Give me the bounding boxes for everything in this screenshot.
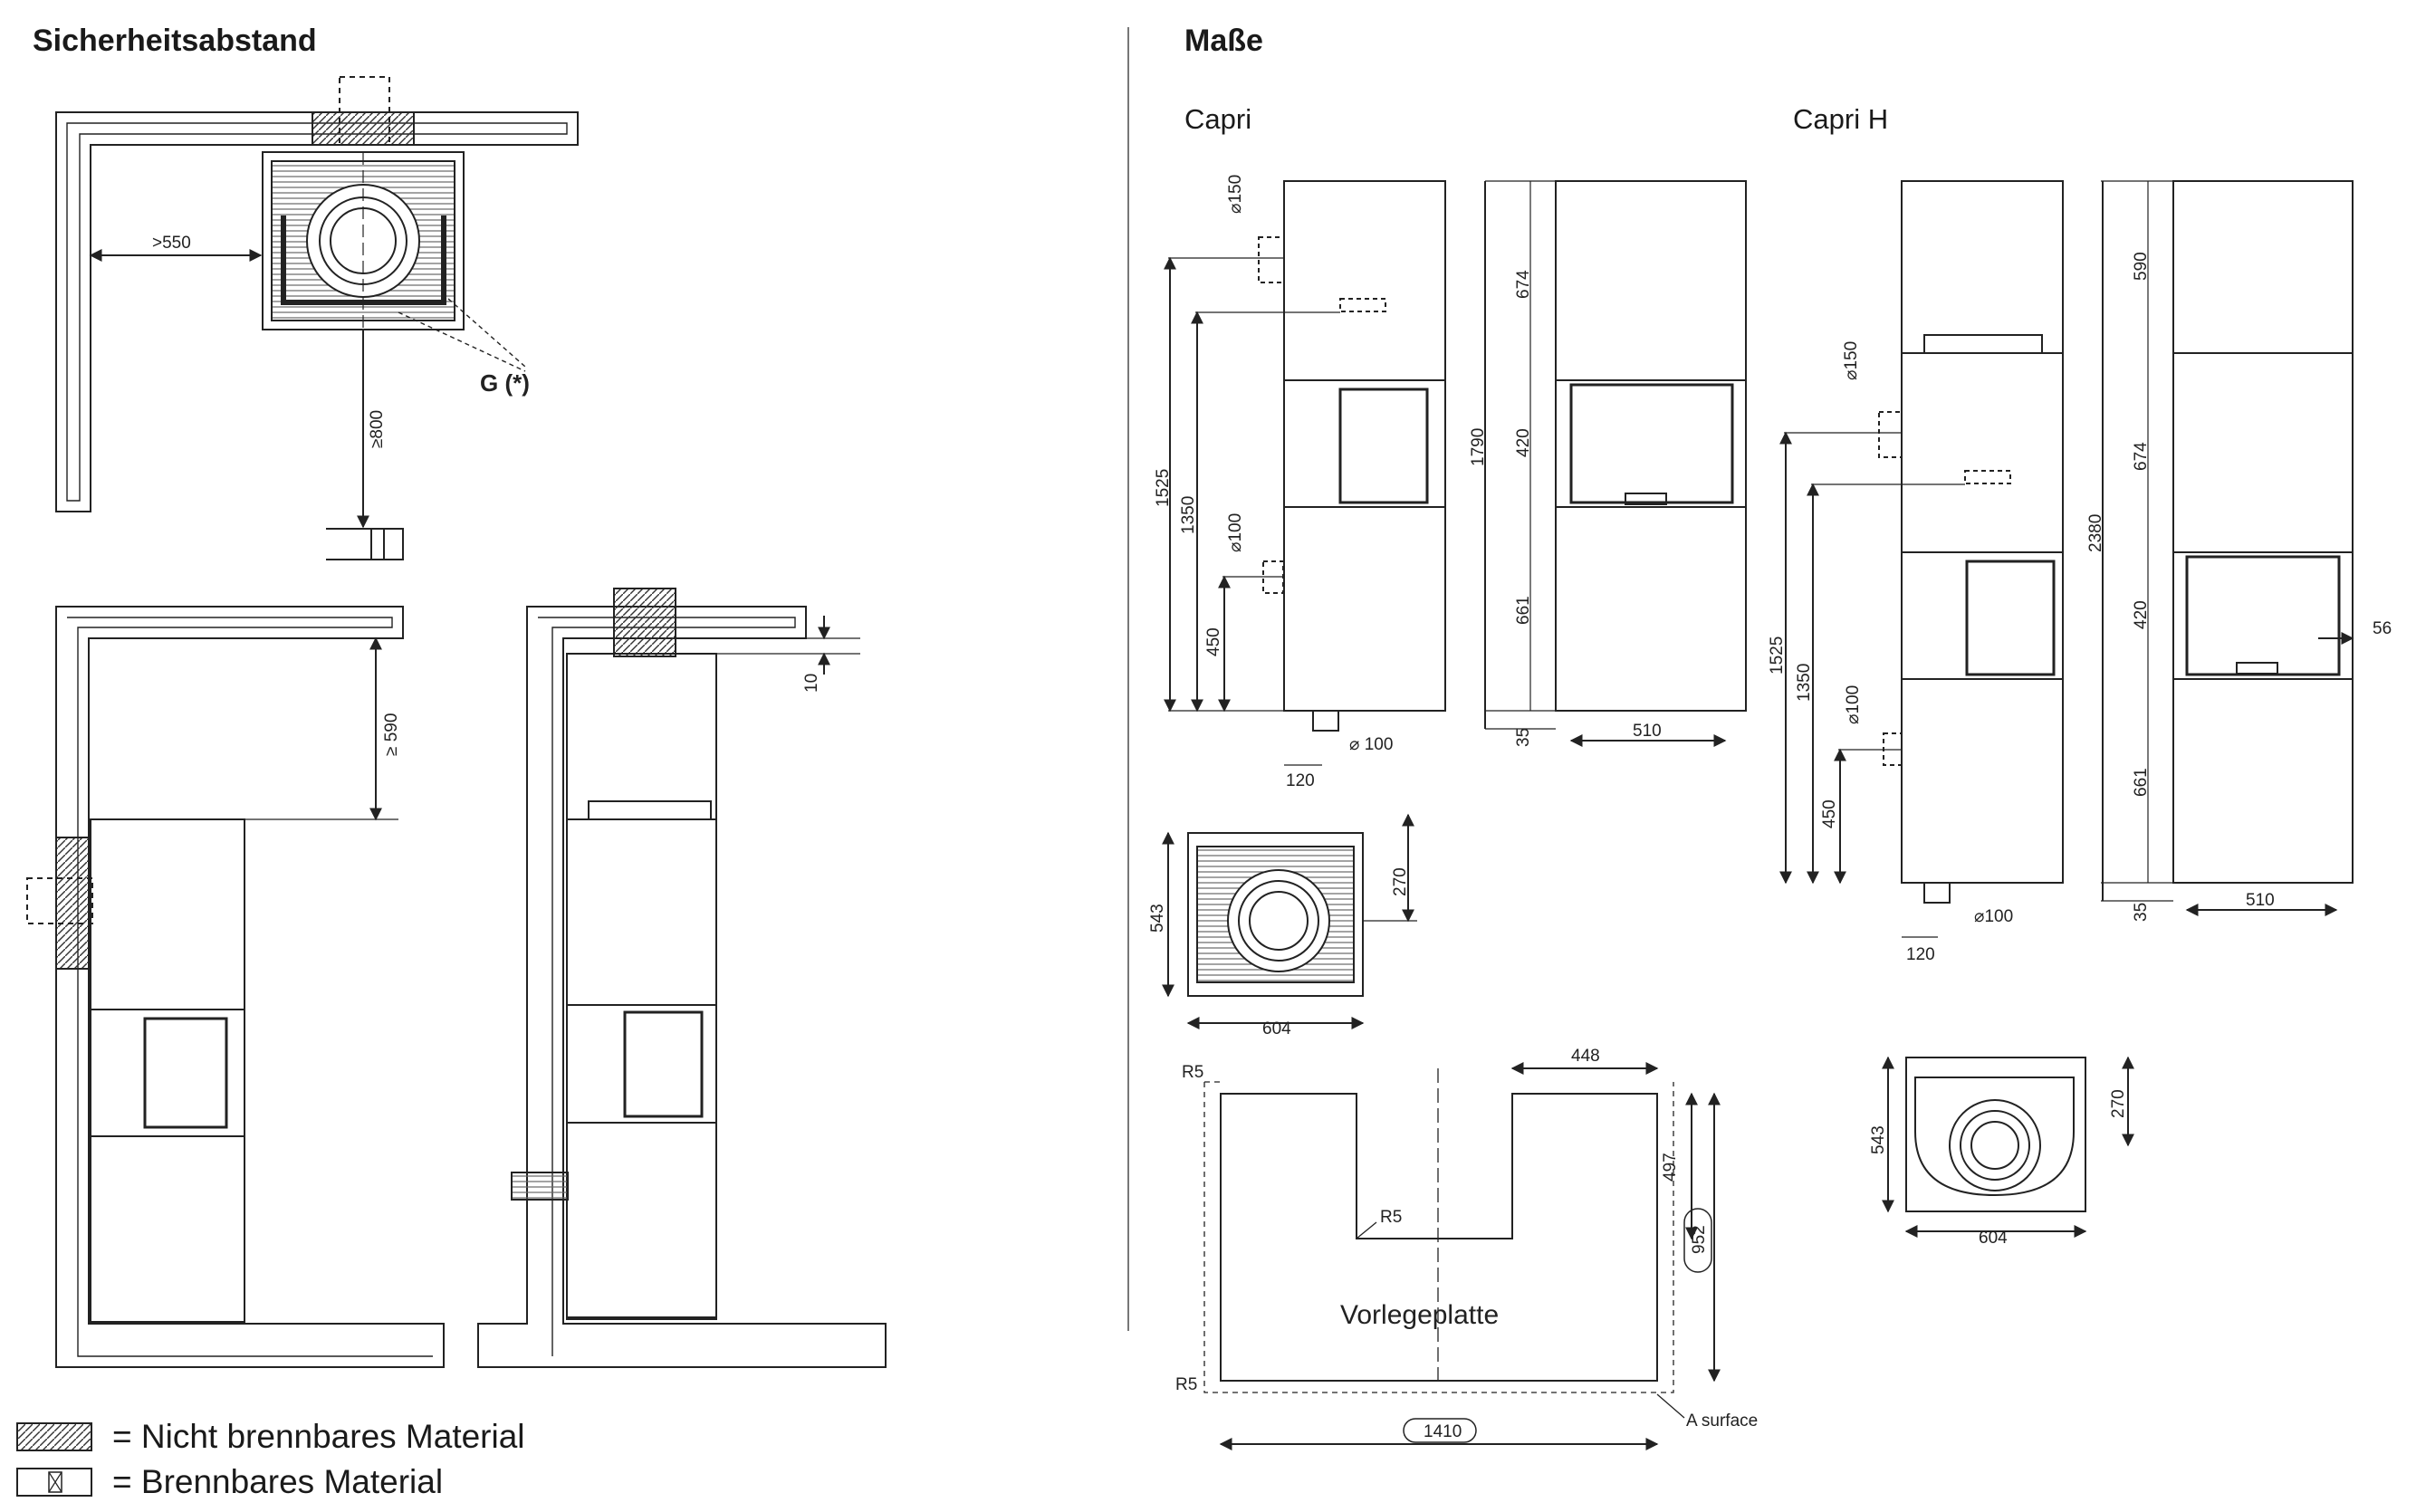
svg-text:≥ 590: ≥ 590 [382,713,401,756]
hatch-swatch-icon [16,1422,92,1451]
legend-label: = Nicht brennbares Material [112,1418,525,1455]
dimension-labels-capri-h: ⌀150 ⌀100 1525 1350 450 120 ⌀100 590 674… [1768,252,2392,1248]
svg-text:G (*): G (*) [480,369,530,397]
svg-text:35: 35 [2132,903,2151,922]
svg-text:⌀150: ⌀150 [1226,175,1245,214]
svg-text:1790: 1790 [1469,428,1488,466]
svg-text:674: 674 [2132,442,2151,471]
svg-text:1350: 1350 [1179,496,1198,534]
dimension-labels-left: >550 ≥800 ≥ 590 10 G (*) [152,234,821,756]
svg-text:661: 661 [2132,768,2151,797]
svg-text:543: 543 [1869,1125,1888,1154]
svg-text:R5: R5 [1380,1208,1402,1227]
legend-label: = Brennbares Material [112,1463,444,1500]
svg-text:⌀100: ⌀100 [1226,513,1245,552]
svg-text:590: 590 [2132,252,2151,281]
svg-text:420: 420 [1514,428,1533,457]
svg-text:543: 543 [1148,904,1167,933]
svg-text:35: 35 [1514,728,1533,747]
model-label-capri: Capri [1184,103,1252,135]
svg-text:270: 270 [2109,1089,2128,1118]
svg-text:661: 661 [1514,596,1533,625]
capri-front-elevation [1484,180,1747,747]
svg-text:⌀ 100: ⌀ 100 [1349,735,1393,754]
svg-text:⌀150: ⌀150 [1842,341,1861,380]
svg-text:⌀100: ⌀100 [1974,907,2013,926]
capri-plan-view [1162,813,1417,1029]
svg-text:1350: 1350 [1795,664,1814,702]
capri-side-elevation [1164,180,1446,766]
svg-text:120: 120 [1906,945,1935,964]
svg-text:510: 510 [1633,722,1662,741]
section-title-safety: Sicherheitsabstand [33,24,317,58]
svg-text:448: 448 [1571,1047,1600,1066]
svg-text:1525: 1525 [1768,636,1787,675]
svg-text:120: 120 [1286,771,1315,790]
svg-text:1525: 1525 [1154,469,1173,507]
capri-h-plan-view [1882,1056,2134,1238]
svg-text:A surface: A surface [1686,1412,1758,1431]
front-elevation [26,606,445,1368]
dimension-labels-plate: 448 497 952 1410 R5 R5 R5 A surface Vorl… [1175,1047,1758,1443]
capri-h-side-elevation [1779,180,2064,938]
plan-view-corner [55,76,579,560]
svg-text:56: 56 [2373,619,2392,638]
svg-text:674: 674 [1514,270,1533,299]
svg-text:⌀100: ⌀100 [1844,685,1863,724]
model-label-capri-h: Capri H [1793,103,1889,135]
svg-text:450: 450 [1820,799,1839,828]
capri-h-front-elevation [2101,180,2354,916]
legend-item-combustible: = Brennbares Material [16,1463,443,1501]
svg-text:270: 270 [1391,867,1410,896]
combustible-swatch-icon [16,1468,92,1497]
svg-text:>550: >550 [152,234,191,253]
svg-text:R5: R5 [1175,1375,1197,1394]
legend-item-non-combustible: = Nicht brennbares Material [16,1418,525,1456]
svg-text:952: 952 [1690,1225,1709,1254]
dimension-labels-capri: ⌀150 ⌀100 1525 1350 450 120 ⌀ 100 674 42… [1148,175,1662,1038]
svg-text:604: 604 [1979,1229,2008,1248]
svg-text:≥800: ≥800 [368,410,387,448]
svg-text:510: 510 [2246,891,2275,910]
section-title-dimensions: Maße [1184,24,1263,58]
svg-text:R5: R5 [1182,1063,1203,1082]
svg-text:450: 450 [1204,627,1223,656]
section-divider [1127,27,1129,1331]
side-elevation [477,588,887,1368]
svg-text:Vorlegeplatte: Vorlegeplatte [1340,1300,1499,1330]
svg-text:10: 10 [802,674,821,693]
svg-text:1410: 1410 [1424,1422,1462,1441]
hearth-plate [1203,1062,1721,1450]
svg-text:420: 420 [2132,600,2151,629]
svg-text:604: 604 [1262,1019,1291,1038]
svg-text:497: 497 [1661,1153,1680,1182]
svg-text:2380: 2380 [2086,514,2105,552]
